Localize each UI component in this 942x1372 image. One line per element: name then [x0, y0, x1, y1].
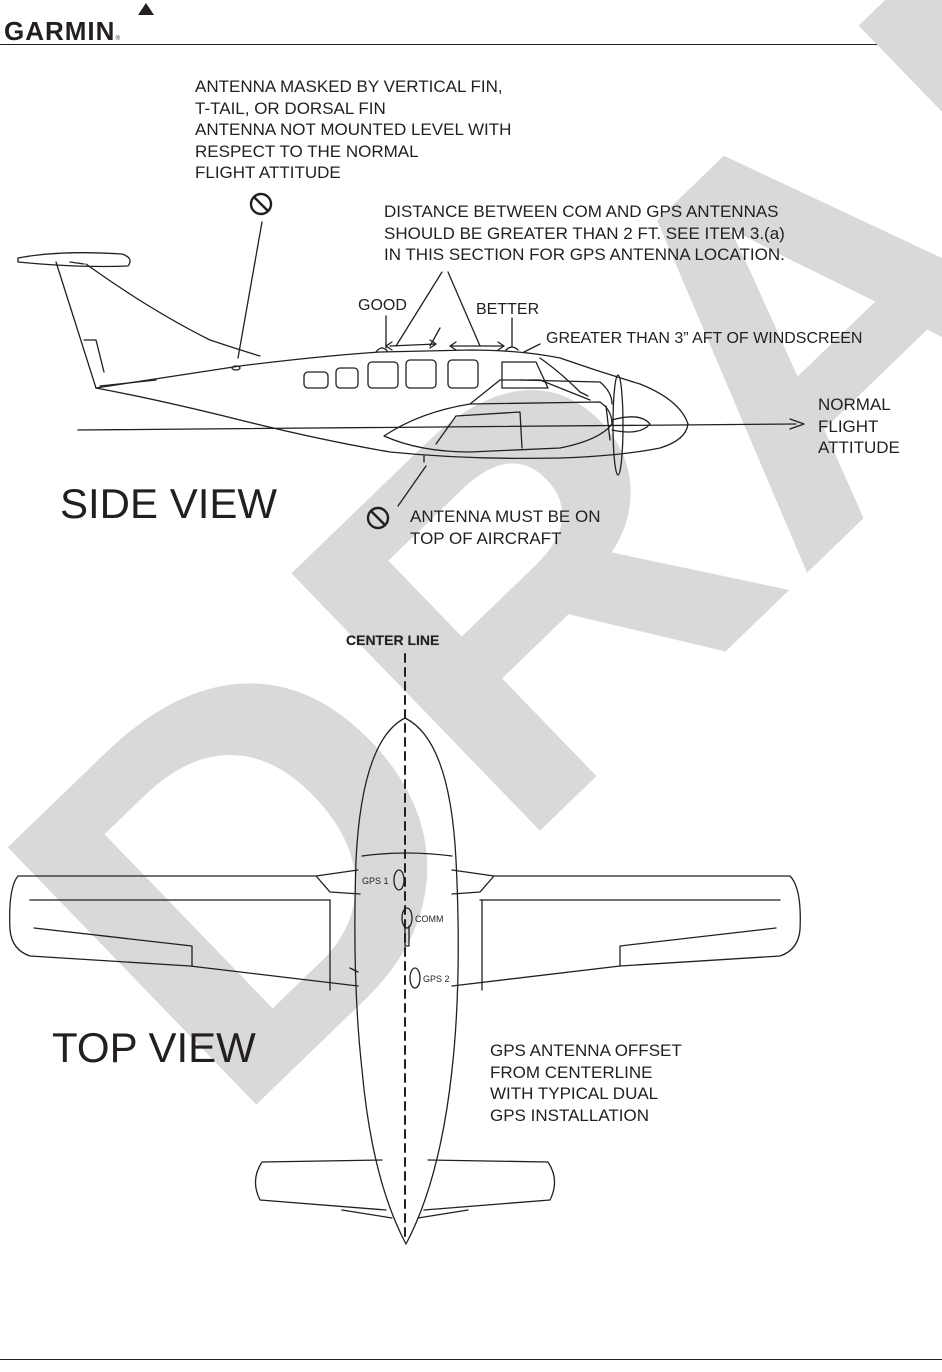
good-label: GOOD — [358, 297, 407, 314]
centerline-label: CENTER LINE — [346, 632, 440, 648]
prohibited-icon — [249, 192, 273, 216]
side-view-title: SIDE VIEW — [60, 480, 278, 527]
windscreen-note: GREATER THAN 3” AFT OF WINDSCREEN — [546, 330, 863, 347]
flight-attitude-axis — [77, 418, 805, 431]
side-view-leaders — [237, 221, 541, 507]
gps2-antenna — [409, 967, 421, 989]
top-of-aircraft-note: ANTENNA MUST BE ON TOP OF AIRCRAFT — [410, 507, 601, 548]
comm-label: COMM — [415, 914, 444, 924]
normal-flight-attitude-note: NORMAL FLIGHT ATTITUDE — [818, 395, 900, 457]
comm-antenna — [401, 907, 413, 929]
distance-note: DISTANCE BETWEEN COM AND GPS ANTENNAS SH… — [384, 202, 785, 264]
masked-antenna-note: ANTENNA MASKED BY VERTICAL FIN, T-TAIL, … — [195, 77, 512, 182]
prohibited-icon — [366, 506, 390, 530]
top-view-aircraft — [9, 717, 801, 1245]
header-rule — [0, 44, 942, 45]
side-view-aircraft — [17, 252, 689, 476]
gps1-antenna — [393, 869, 405, 891]
gps2-label: GPS 2 — [423, 974, 450, 984]
gps-offset-note: GPS ANTENNA OFFSET FROM CENTERLINE WITH … — [490, 1041, 682, 1125]
garmin-logo: GARMIN® — [4, 16, 121, 46]
better-label: BETTER — [476, 301, 540, 318]
gps1-label: GPS 1 — [362, 876, 389, 886]
garmin-triangle-icon — [138, 3, 154, 15]
footer-rule — [0, 1359, 942, 1360]
top-view-title: TOP VIEW — [52, 1024, 256, 1071]
